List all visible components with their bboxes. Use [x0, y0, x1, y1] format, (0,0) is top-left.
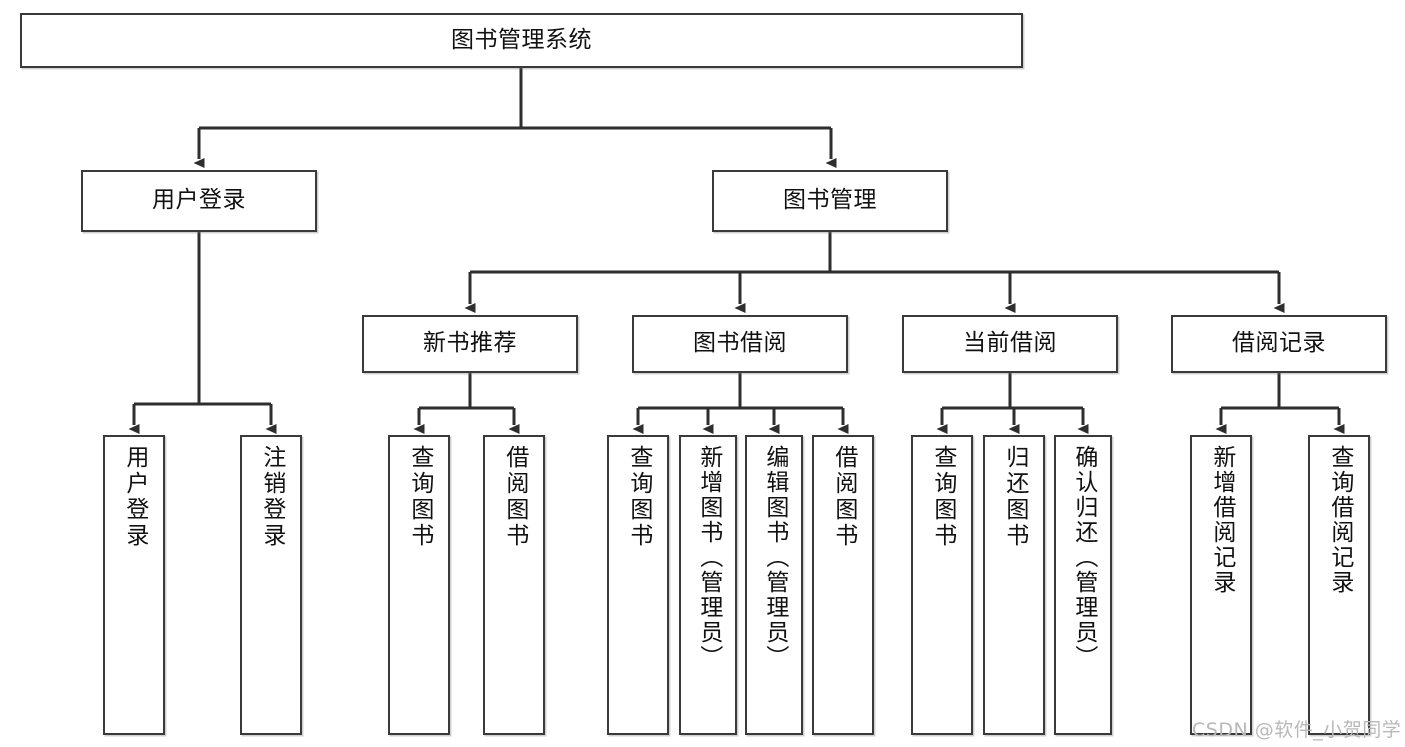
csdn-watermark: CSDN @软件_小贺同学 — [1192, 719, 1402, 741]
node-new-book-rec-label: 新书推荐 — [423, 330, 517, 357]
node-leaf-query-book-1[interactable]: 查询图书 — [388, 435, 450, 735]
node-leaf-add-book-label: 新增图书（管理员） — [695, 445, 722, 670]
node-leaf-borrow-book-2[interactable]: 借阅图书 — [812, 435, 874, 735]
node-leaf-user-login[interactable]: 用户登录 — [103, 435, 165, 735]
node-leaf-confirm-return-label: 确认归还（管理员） — [1070, 445, 1097, 670]
node-book-borrow-label: 图书借阅 — [693, 330, 787, 357]
node-leaf-return-book-label: 归还图书 — [1001, 445, 1028, 549]
node-borrow-record[interactable]: 借阅记录 — [1171, 315, 1387, 373]
node-leaf-query-book-2-label: 查询图书 — [625, 445, 652, 549]
node-leaf-logout-label: 注销登录 — [258, 445, 285, 549]
node-leaf-logout[interactable]: 注销登录 — [240, 435, 302, 735]
node-root[interactable]: 图书管理系统 — [20, 13, 1023, 68]
node-leaf-confirm-return[interactable]: 确认归还（管理员） — [1054, 435, 1112, 735]
node-leaf-query-book-3-label: 查询图书 — [929, 445, 956, 549]
node-leaf-query-record[interactable]: 查询借阅记录 — [1308, 435, 1370, 735]
node-borrow-record-label: 借阅记录 — [1232, 330, 1326, 357]
node-user-login-label: 用户登录 — [152, 187, 246, 214]
node-leaf-edit-book[interactable]: 编辑图书（管理员） — [745, 435, 803, 735]
node-leaf-query-book-1-label: 查询图书 — [406, 445, 433, 549]
node-leaf-add-record-label: 新增借阅记录 — [1208, 445, 1235, 595]
node-user-login[interactable]: 用户登录 — [81, 170, 317, 232]
node-leaf-edit-book-label: 编辑图书（管理员） — [761, 445, 788, 670]
node-book-borrow[interactable]: 图书借阅 — [632, 315, 848, 373]
node-leaf-add-book[interactable]: 新增图书（管理员） — [679, 435, 737, 735]
node-current-borrow-label: 当前借阅 — [963, 330, 1057, 357]
node-current-borrow[interactable]: 当前借阅 — [902, 315, 1118, 373]
node-leaf-add-record[interactable]: 新增借阅记录 — [1190, 435, 1252, 735]
node-new-book-rec[interactable]: 新书推荐 — [362, 315, 578, 373]
node-leaf-borrow-book-1-label: 借阅图书 — [501, 445, 528, 549]
node-leaf-query-book-3[interactable]: 查询图书 — [911, 435, 973, 735]
node-leaf-borrow-book-2-label: 借阅图书 — [830, 445, 857, 549]
node-book-manage[interactable]: 图书管理 — [712, 170, 948, 232]
node-root-label: 图书管理系统 — [451, 26, 592, 53]
node-leaf-return-book[interactable]: 归还图书 — [983, 435, 1045, 735]
node-leaf-query-record-label: 查询借阅记录 — [1326, 445, 1353, 595]
node-book-manage-label: 图书管理 — [783, 187, 877, 214]
node-leaf-user-login-label: 用户登录 — [121, 445, 148, 549]
node-leaf-borrow-book-1[interactable]: 借阅图书 — [483, 435, 545, 735]
node-leaf-query-book-2[interactable]: 查询图书 — [607, 435, 669, 735]
